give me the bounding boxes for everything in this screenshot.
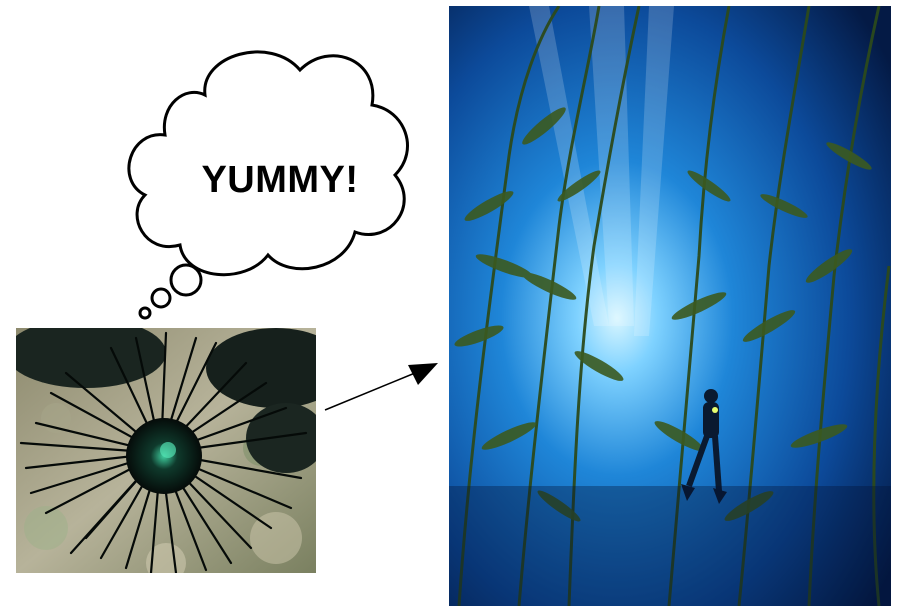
thought-dot-large: [171, 265, 201, 295]
arrow-icon: [320, 355, 445, 415]
arrow-urchin-to-kelp: [320, 355, 445, 415]
kelp-forest-photo: [449, 6, 891, 606]
thought-dot-medium: [152, 289, 170, 307]
thought-bubble: YUMMY!: [0, 0, 440, 330]
sea-urchin-photo: [16, 328, 316, 573]
thought-text: YUMMY!: [160, 150, 400, 210]
thought-dot-small: [140, 308, 150, 318]
